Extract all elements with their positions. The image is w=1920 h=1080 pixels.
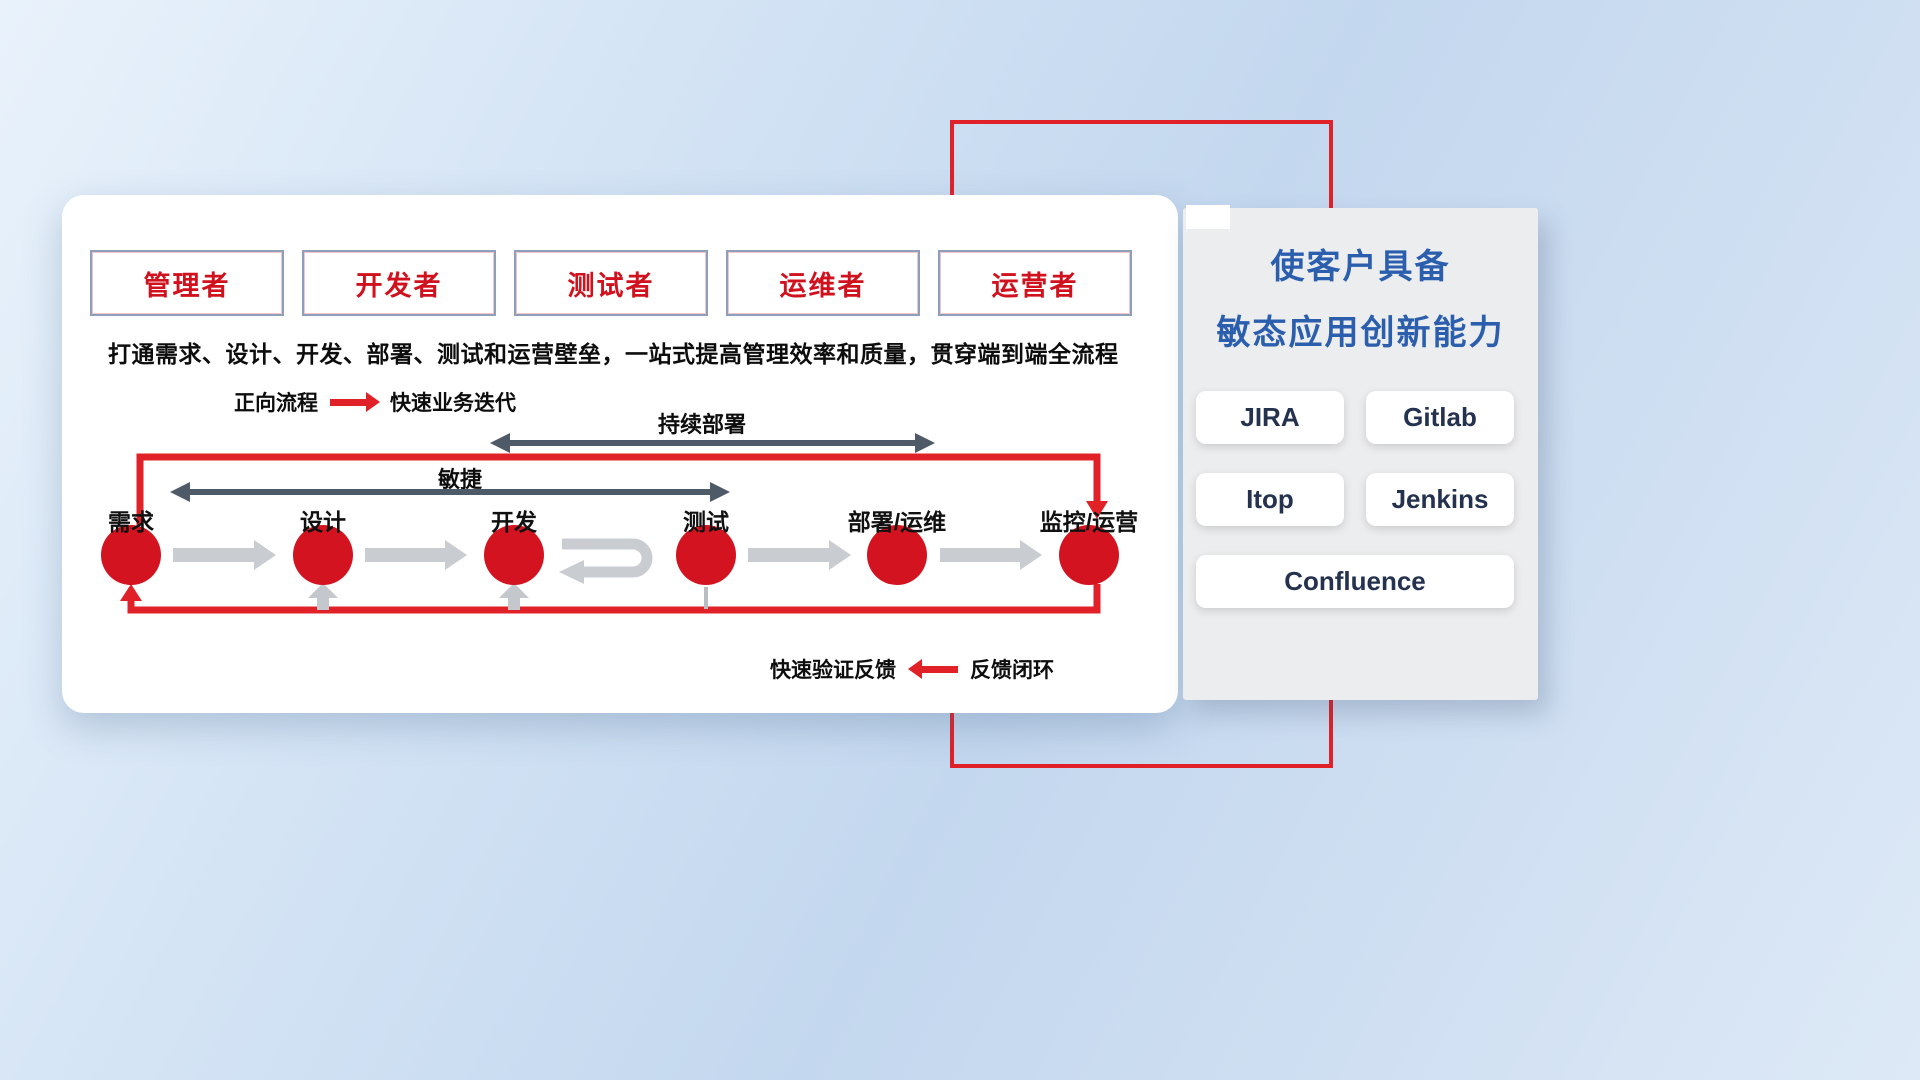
legend-forward: 正向流程 快速业务迭代 [234, 387, 516, 417]
legend-forward-label: 正向流程 [234, 392, 318, 415]
role-box-operator: 运营者 [938, 250, 1132, 316]
legend-forward-value: 快速业务迭代 [390, 392, 516, 415]
panel-title: 使客户具备 敏态应用创新能力 [1183, 234, 1538, 367]
tool-jenkins: Jenkins [1366, 473, 1514, 526]
devops-flow-card: 管理者 开发者 测试者 运维者 运营者 打通需求、设计、开发、部署、测试和运营壁… [62, 195, 1178, 713]
role-label: 开发者 [355, 270, 443, 301]
node-label-design: 设计 [300, 509, 346, 535]
feedback-arrow-icon [922, 665, 958, 673]
red-feedback-loop [120, 584, 1101, 614]
panel-corner-decoration [1186, 205, 1230, 229]
deploy-span-arrow-icon [490, 433, 935, 453]
red-forward-loop [136, 453, 1108, 525]
node-label-deploy-ops: 部署/运维 [847, 509, 947, 535]
role-label: 运营者 [991, 270, 1079, 301]
node-circle-test [676, 525, 736, 585]
tool-gitlab: Gitlab [1366, 391, 1514, 444]
tool-confluence: Confluence [1196, 555, 1514, 608]
role-label: 运维者 [779, 270, 867, 301]
feedback-connector-line [704, 587, 708, 609]
node-circle-design [293, 525, 353, 585]
roles-row: 管理者 开发者 测试者 运维者 运营者 [90, 250, 1132, 316]
role-box-developer: 开发者 [302, 250, 496, 316]
legend-feedback: 快速验证反馈 反馈闭环 [770, 654, 1054, 684]
agile-span-arrow-icon [170, 482, 730, 502]
agile-label: 敏捷 [437, 467, 482, 492]
step-arrow-icon [940, 540, 1042, 570]
feedback-up-arrow-icon [499, 583, 529, 610]
forward-arrow-icon [330, 398, 366, 406]
legend-feedback-value: 反馈闭环 [970, 659, 1054, 682]
flow-diagram [101, 433, 1119, 614]
node-label-develop: 开发 [491, 509, 537, 535]
continuous-deploy-label: 持续部署 [657, 412, 746, 437]
role-label: 测试者 [567, 270, 655, 301]
node-circle-develop [484, 525, 544, 585]
node-label-monitor: 监控/运营 [1039, 509, 1139, 535]
capability-panel: 使客户具备 敏态应用创新能力 JIRA Gitlab Itop Jenkins … [1183, 208, 1538, 700]
tool-itop: Itop [1196, 473, 1344, 526]
step-arrow-icon [748, 540, 851, 570]
tool-jira: JIRA [1196, 391, 1344, 444]
role-label: 管理者 [143, 270, 231, 301]
feedback-up-arrow-icon [308, 583, 338, 610]
node-label-requirement: 需求 [108, 509, 154, 535]
step-arrow-icon [173, 540, 276, 570]
iteration-loop-icon [559, 538, 653, 584]
legend-feedback-label: 快速验证反馈 [770, 659, 896, 682]
node-circle-monitor [1059, 525, 1119, 585]
tools-grid: JIRA Gitlab Itop Jenkins Confluence [1196, 391, 1514, 608]
role-box-manager: 管理者 [90, 250, 284, 316]
flow-description: 打通需求、设计、开发、部署、测试和运营壁垒，一站式提高管理效率和质量，贯穿端到端… [108, 341, 1119, 367]
panel-title-line2: 敏态应用创新能力 [1216, 314, 1505, 353]
node-label-test: 测试 [683, 509, 729, 535]
role-box-tester: 测试者 [514, 250, 708, 316]
role-box-ops: 运维者 [726, 250, 920, 316]
panel-title-line1: 使客户具备 [1270, 248, 1451, 286]
step-arrow-icon [365, 540, 467, 570]
node-circle-deploy-ops [867, 525, 927, 585]
node-circle-requirement [101, 525, 161, 585]
